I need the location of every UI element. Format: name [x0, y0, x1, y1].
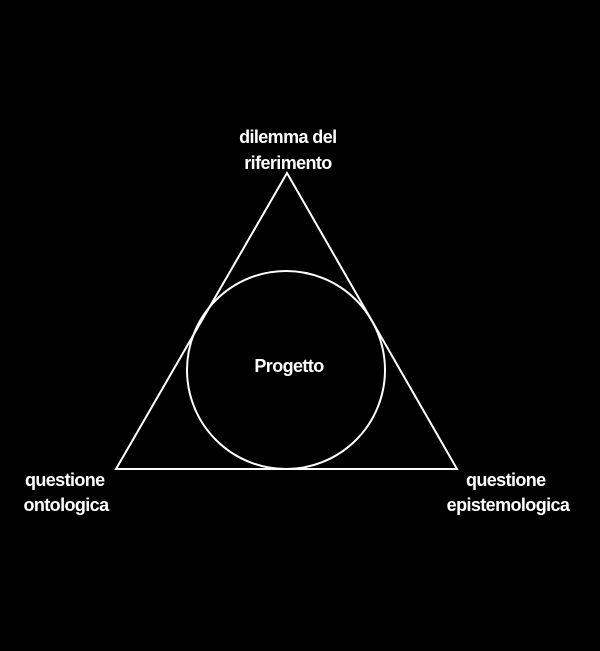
top-vertex-label: dilemma del riferimento: [239, 127, 341, 173]
left-vertex-label: questione ontologica: [24, 470, 111, 515]
inscribed-circle: [186, 270, 386, 470]
right-vertex-label: questione epistemologica: [447, 470, 571, 515]
top-vertex-label-line-1: dilemma del: [239, 127, 336, 147]
center-label: Progetto: [254, 356, 324, 376]
right-vertex-label-line-1: questione: [466, 470, 546, 490]
left-vertex-label-line-2: ontologica: [24, 495, 111, 515]
left-vertex-label-line-1: questione: [25, 470, 105, 490]
top-vertex-label-line-2: riferimento: [244, 153, 332, 173]
right-vertex-label-line-2: epistemologica: [447, 495, 571, 515]
